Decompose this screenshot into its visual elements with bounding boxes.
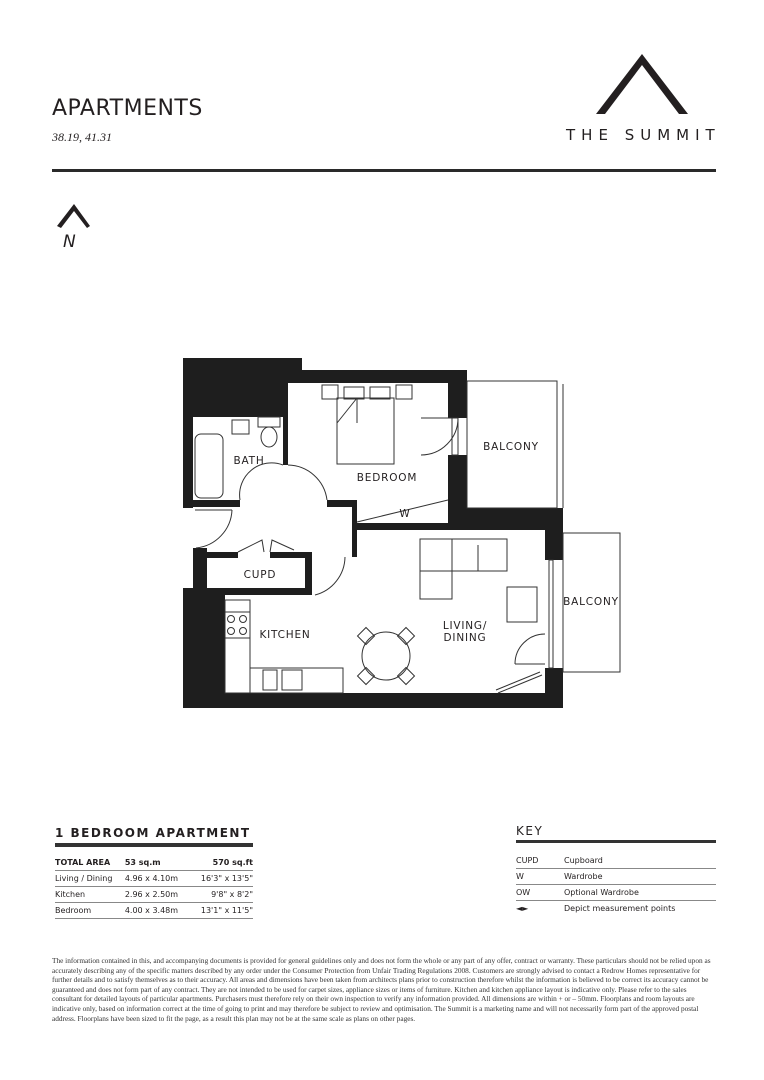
row-imperial: 570 sq.ft xyxy=(189,855,253,871)
key-meaning: Optional Wardrobe xyxy=(564,884,716,901)
room-label-cupboard: CUPD xyxy=(244,569,277,581)
key-meaning: Wardrobe xyxy=(564,868,716,885)
room-label-bedroom: BEDROOM xyxy=(357,472,417,484)
north-arrow-icon xyxy=(57,204,90,228)
walls xyxy=(183,358,563,708)
measurement-arrows-icon: ◄► xyxy=(516,904,529,913)
north-label: N xyxy=(63,232,76,252)
key-code: CUPD xyxy=(516,853,564,869)
room-label-wardrobe: W xyxy=(399,508,410,520)
page-title: APARTMENTS xyxy=(52,96,203,121)
row-metric: 53 sq.m xyxy=(124,855,190,871)
row-metric: 4.96 x 4.10m xyxy=(124,870,190,887)
logo-text: THE SUMMIT xyxy=(566,126,721,144)
room-label-balcony-top: BALCONY xyxy=(483,441,539,453)
room-label-balcony-right: BALCONY xyxy=(563,596,619,608)
room-label-living: LIVING/ xyxy=(443,620,487,632)
row-imperial: 16'3" x 13'5" xyxy=(189,870,253,887)
row-name: Kitchen xyxy=(55,886,125,903)
row-imperial: 9'8" x 8'2" xyxy=(189,886,253,903)
key-meaning: Cupboard xyxy=(564,853,716,869)
row-name: TOTAL AREA xyxy=(55,855,125,871)
spec-title: 1 BEDROOM APARTMENT xyxy=(55,826,251,840)
disclaimer-text: The information contained in this, and a… xyxy=(52,956,711,1023)
row-metric: 4.00 x 3.48m xyxy=(124,902,190,919)
room-label-bath: BATH xyxy=(233,455,264,467)
apartment-numbers: 38.19, 41.31 xyxy=(52,130,112,144)
summit-logo-icon xyxy=(596,54,688,114)
row-name: Living / Dining xyxy=(55,870,125,887)
room-label-dining: DINING xyxy=(444,632,487,644)
row-name: Bedroom xyxy=(55,902,125,919)
key-divider xyxy=(516,840,716,843)
key-title: KEY xyxy=(516,824,544,838)
row-imperial: 13'1" x 11'5" xyxy=(189,902,253,919)
header-divider xyxy=(52,169,716,172)
room-label-kitchen: KITCHEN xyxy=(259,629,310,641)
key-meaning: Depict measurement points xyxy=(564,904,676,913)
key-row: ◄► Depict measurement points xyxy=(516,901,716,917)
row-metric: 2.96 x 2.50m xyxy=(124,886,190,903)
key-code: W xyxy=(516,868,564,885)
fixtures xyxy=(194,380,621,694)
spec-divider xyxy=(55,843,253,847)
key-code: OW xyxy=(516,884,564,901)
